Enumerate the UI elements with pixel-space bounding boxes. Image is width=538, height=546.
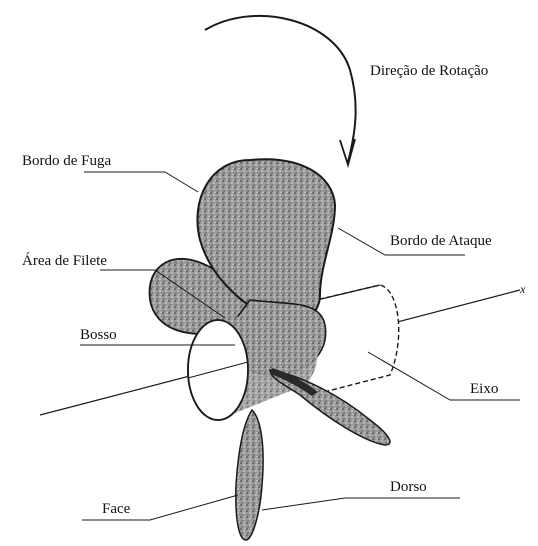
- label-leading-edge: Bordo de Ataque: [390, 232, 492, 250]
- label-trailing-edge: Bordo de Fuga: [22, 152, 111, 170]
- label-axis-x: x: [520, 280, 525, 298]
- label-shaft: Eixo: [470, 380, 498, 398]
- label-hub: Bosso: [80, 326, 117, 344]
- label-fillet-area: Área de Filete: [22, 252, 107, 270]
- label-face: Face: [102, 500, 130, 518]
- bottom-blade: [236, 410, 263, 540]
- rotation-arrow: [205, 16, 356, 162]
- label-back: Dorso: [390, 478, 427, 496]
- leader-trailing-edge: [84, 172, 198, 192]
- label-rotation-direction: Direção de Rotação: [370, 62, 488, 80]
- leader-back: [262, 498, 460, 510]
